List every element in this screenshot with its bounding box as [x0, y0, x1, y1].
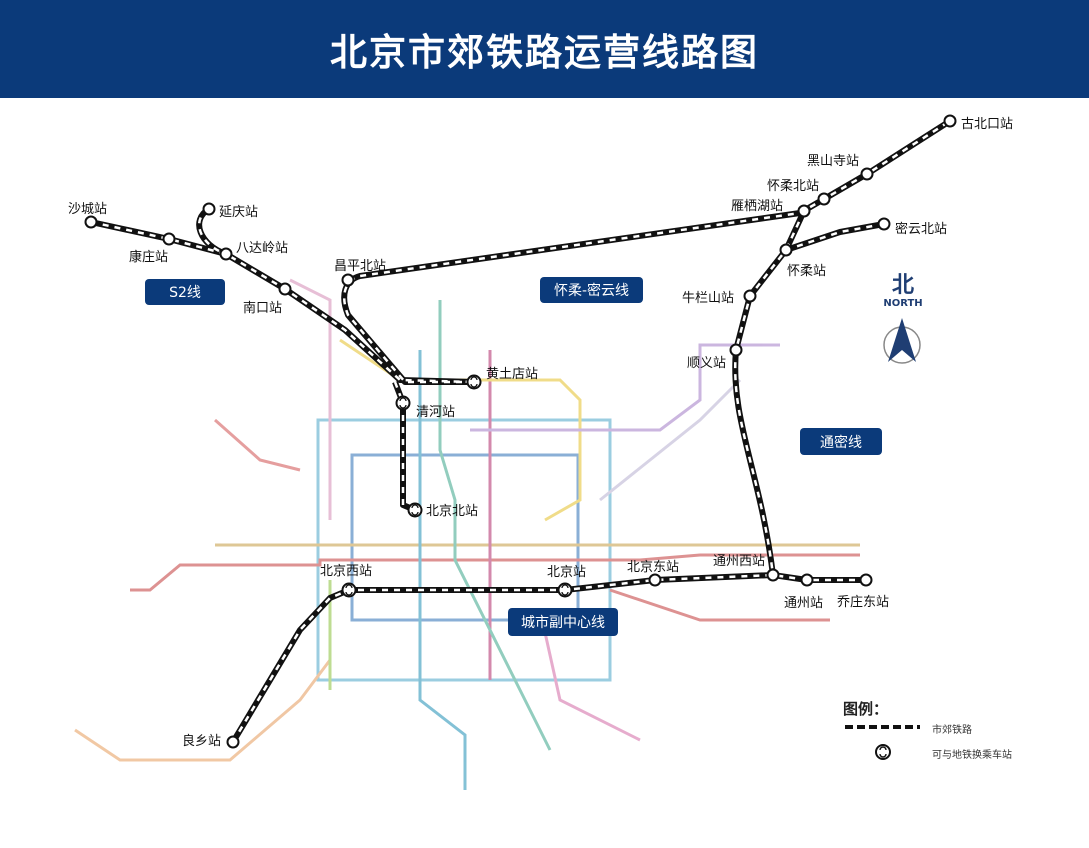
station-changpingbei — [341, 273, 355, 287]
subway-network-background — [74, 278, 860, 790]
station-shacheng — [84, 215, 98, 229]
compass-char: 北 — [891, 273, 914, 298]
station-huairoubei — [817, 192, 831, 206]
subway-line-fangshan — [74, 659, 332, 762]
subway-ring-line-10 — [316, 418, 612, 682]
station-label: 密云北站 — [895, 222, 948, 237]
station-label: 北京东站 — [627, 560, 680, 575]
station-kangzhuang — [162, 232, 176, 246]
station-label: 南口站 — [243, 301, 283, 316]
line-label-huairou-miyun: 怀柔-密云线 — [540, 277, 643, 303]
interchange-icon-beijingbei — [407, 502, 423, 518]
page-title: 北京市郊铁路运营线路图 — [330, 31, 759, 74]
station-liangxiang — [226, 735, 240, 749]
subway-line-airport — [599, 378, 742, 502]
station-label: 怀柔北站 — [767, 179, 820, 194]
station-label: 八达岭站 — [236, 241, 289, 256]
subway-line-changping — [289, 278, 332, 520]
interchange-icon-qinghe — [395, 395, 411, 411]
header-banner: 北京市郊铁路运营线路图 — [0, 0, 1089, 98]
stations — [84, 114, 957, 749]
station-label: 乔庄东站 — [837, 595, 890, 610]
station-label: 古北口站 — [961, 117, 1014, 132]
legend-interchange-label: 可与地铁换乘车站 — [932, 750, 1012, 761]
station-label: 沙城站 — [68, 202, 108, 217]
station-label: 清河站 — [416, 405, 456, 420]
station-label: 昌平北站 — [334, 259, 387, 274]
station-heishansi — [860, 167, 874, 181]
compass-label: NORTH — [883, 298, 923, 309]
line-huairou-miyun-track — [341, 118, 952, 385]
station-qiaozhuangdong — [859, 573, 873, 587]
station-label: 北京北站 — [426, 504, 479, 519]
station-label: 黑山寺站 — [807, 154, 860, 169]
legend-rail-label: 市郊铁路 — [932, 725, 972, 736]
station-label: 北京站 — [547, 565, 587, 580]
legend-interchange-icon — [875, 744, 891, 760]
station-badaling — [219, 247, 233, 261]
station-huairou — [779, 243, 793, 257]
station-label: 黄土店站 — [486, 367, 539, 382]
interchange-icon-beijing — [557, 582, 573, 598]
station-niulanshan — [743, 289, 757, 303]
station-yanqihu — [797, 204, 811, 218]
north-arrow-icon — [883, 318, 921, 364]
station-label: 顺义站 — [687, 356, 727, 371]
station-label: 雁栖湖站 — [731, 199, 784, 214]
legend-title: 图例： — [843, 700, 889, 718]
station-nankou — [278, 282, 292, 296]
subway-line-batong — [609, 588, 830, 622]
station-label: 延庆站 — [219, 205, 259, 220]
station-gubeikou — [943, 114, 957, 128]
interchange-stations — [341, 374, 573, 598]
line-label-city-subcenter: 城市副中心线 — [508, 608, 618, 636]
station-label: 康庄站 — [129, 250, 169, 265]
subway-line-s1 — [214, 418, 301, 472]
subway-ring-line-2 — [350, 453, 580, 622]
station-label: 良乡站 — [182, 734, 222, 749]
station-label: 通州站 — [784, 596, 824, 611]
station-shunyi — [729, 343, 743, 357]
subway-line-4 — [418, 350, 467, 790]
station-label: 怀柔站 — [787, 264, 827, 279]
station-label: 北京西站 — [320, 564, 373, 579]
station-beijingdong — [648, 573, 662, 587]
station-label: 牛栏山站 — [682, 291, 735, 306]
station-label: 通州西站 — [713, 554, 766, 569]
subway-line-8 — [438, 300, 552, 751]
interchange-icon-huangtudian — [466, 374, 482, 390]
line-tongmi-yanqihu — [783, 209, 807, 252]
interchange-icon-beijingxi — [341, 582, 357, 598]
station-miyunbei — [877, 217, 891, 231]
subway-line-1 — [130, 553, 860, 592]
line-label-s2: S2线 — [145, 279, 225, 305]
station-tongzhouxi — [766, 568, 780, 582]
subway-line-15 — [470, 343, 780, 432]
station-tongzhou — [800, 573, 814, 587]
compass: 北 NORTH — [878, 273, 928, 310]
station-yanqing — [202, 202, 216, 216]
line-label-tongmi: 通密线 — [800, 428, 882, 455]
subway-line-yizhuang — [538, 609, 641, 742]
